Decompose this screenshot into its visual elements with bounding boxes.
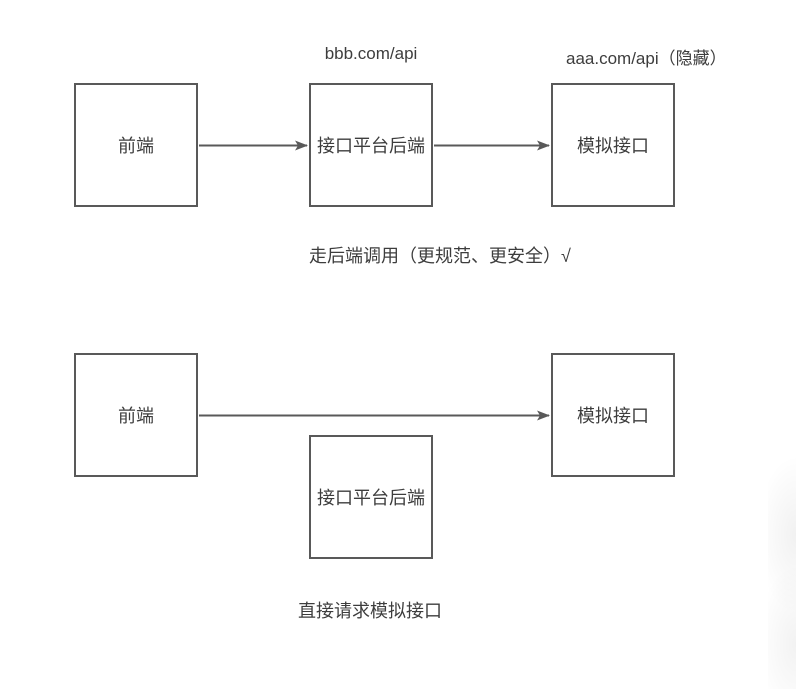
- url-label-mock: aaa.com/api（隐藏）: [566, 49, 727, 68]
- node-frontend-top-label: 前端: [118, 136, 154, 156]
- node-platform-backend-bottom[interactable]: 接口平台后端: [309, 435, 433, 559]
- caption-backend-flow: 走后端调用（更规范、更安全）√: [309, 246, 571, 266]
- right-edge-shadow: [768, 440, 796, 689]
- caption-direct-flow: 直接请求模拟接口: [298, 601, 442, 621]
- node-mock-api-bottom-label: 模拟接口: [577, 406, 649, 426]
- node-mock-api-top[interactable]: 模拟接口: [551, 83, 675, 207]
- node-platform-backend-top-label: 接口平台后端: [317, 136, 425, 156]
- node-mock-api-top-label: 模拟接口: [577, 136, 649, 156]
- node-platform-backend-bottom-label: 接口平台后端: [317, 488, 425, 508]
- node-frontend-bottom[interactable]: 前端: [74, 353, 198, 477]
- node-platform-backend-top[interactable]: 接口平台后端: [309, 83, 433, 207]
- node-mock-api-bottom[interactable]: 模拟接口: [551, 353, 675, 477]
- node-frontend-top[interactable]: 前端: [74, 83, 198, 207]
- url-label-backend: bbb.com/api: [324, 44, 418, 63]
- node-frontend-bottom-label: 前端: [118, 406, 154, 426]
